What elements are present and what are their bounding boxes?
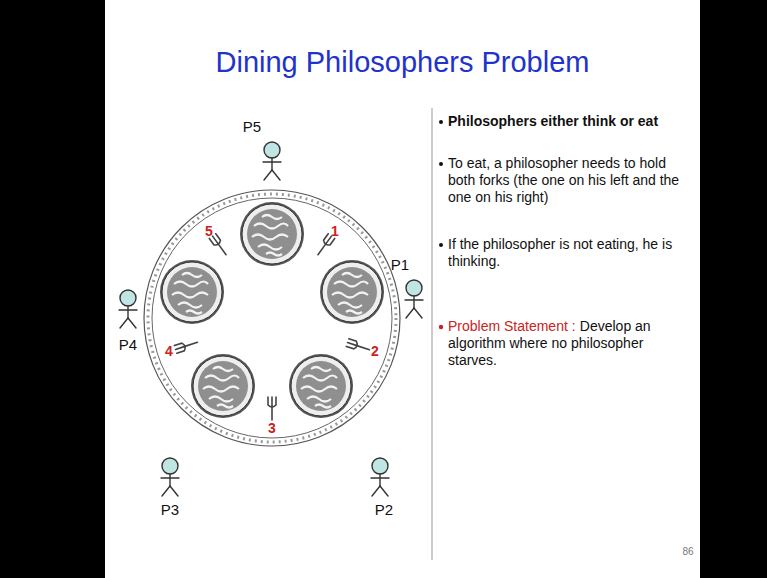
fork-number: 2 <box>371 344 379 358</box>
philosopher-label: P1 <box>391 257 409 272</box>
plates <box>160 202 384 418</box>
fork-number: 4 <box>165 344 173 358</box>
bullet-text: To eat, a philosopher needs to hold both… <box>448 155 696 206</box>
philosopher-figures <box>119 142 423 496</box>
fork-number: 5 <box>205 224 213 238</box>
bullet-dots <box>439 120 443 329</box>
divider-line <box>432 108 433 560</box>
side-bar <box>0 0 105 578</box>
bullet-text: Philosophers either think or eat <box>448 113 696 130</box>
page-number: 86 <box>682 547 693 557</box>
philosopher-label: P2 <box>375 502 393 517</box>
philosopher-label: P3 <box>161 502 179 517</box>
slide-title: Dining Philosophers Problem <box>105 46 700 79</box>
philosopher-label: P4 <box>119 337 137 352</box>
dining-table <box>144 190 400 446</box>
fork-number: 3 <box>268 421 276 435</box>
bullet-text: Problem Statement :Develop an algorithm … <box>448 318 696 369</box>
bullet-text: If the philosopher is not eating, he is … <box>448 236 696 270</box>
side-bar <box>700 0 767 578</box>
philosopher-label: P5 <box>243 119 261 134</box>
forks <box>174 234 370 420</box>
fork-number: 1 <box>331 224 339 238</box>
problem-heading: Problem Statement : <box>448 318 576 334</box>
